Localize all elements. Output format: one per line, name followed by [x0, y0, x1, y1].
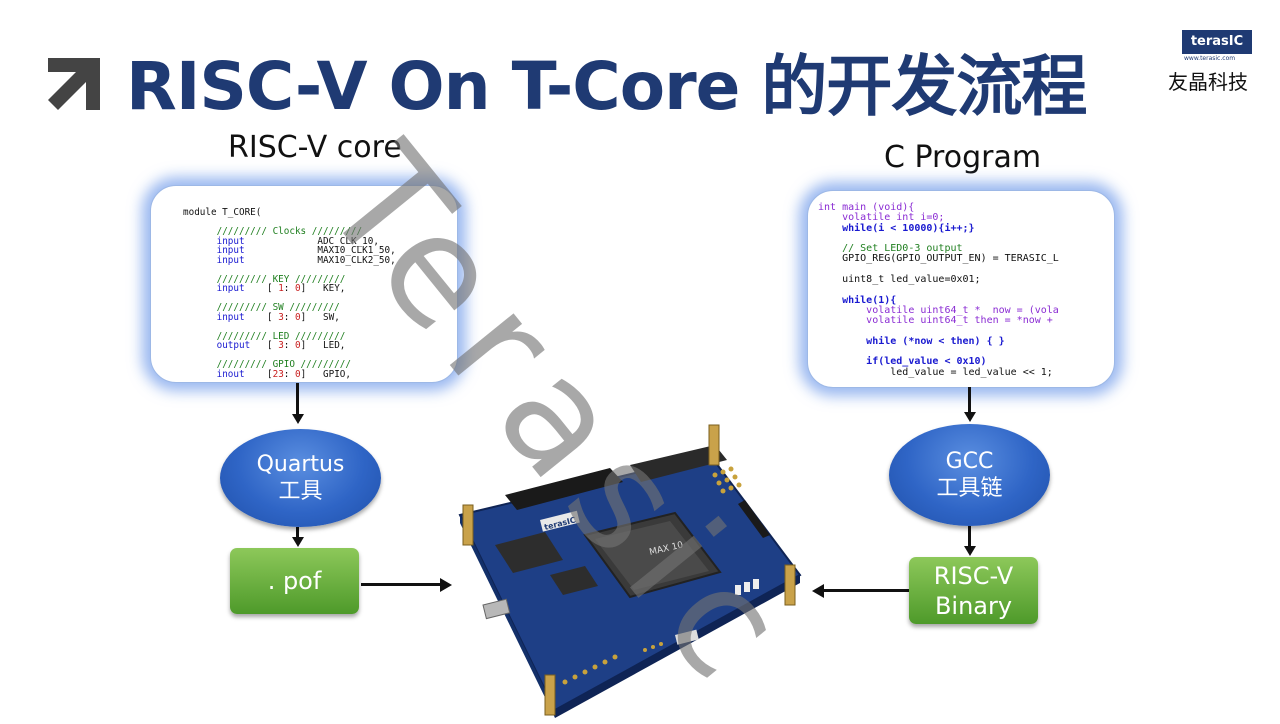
code-comment: // Set LED0-3 output [842, 243, 963, 255]
arrow-left-icon [812, 583, 824, 598]
code-line: GPIO_REG(GPIO_OUTPUT_EN) = TERASIC_L [842, 253, 1059, 265]
code-line: if(led_value < 0x10) [866, 356, 987, 368]
fpga-board-image: MAX 10 terasIC [458, 424, 802, 718]
code-comment: ///////// KEY ///////// [216, 273, 346, 285]
tool-label: 工具 [278, 479, 323, 504]
risc-v-core-heading: RISC-V core [228, 130, 402, 165]
flow-connector [361, 583, 441, 586]
arrow-right-icon [440, 577, 452, 592]
arrow-down-icon [963, 412, 976, 422]
c-program-heading: C Program [884, 140, 1042, 175]
binary-label-line1: RISC-V [933, 561, 1014, 590]
code-port: LED, [323, 340, 346, 351]
arrow-down-icon [291, 537, 304, 547]
code-comment: ///////// GPIO ///////// [216, 359, 351, 370]
arrow-down-icon [291, 414, 304, 424]
flow-connector [968, 526, 971, 548]
tool-name: Quartus [256, 452, 345, 477]
logo-badge: terasIC [1182, 30, 1252, 54]
c-code-panel: int main (void){ volatile int i=0; while… [807, 190, 1115, 388]
code-line: module T_CORE( [183, 207, 262, 218]
tool-name: GCC [945, 449, 994, 474]
flow-connector [968, 387, 971, 413]
code-port: MAX10_CLK2_50, [317, 254, 396, 266]
flow-connector [824, 589, 909, 592]
gcc-toolchain-node: GCC 工具链 [889, 424, 1050, 526]
arrow-up-right-icon [48, 58, 100, 110]
code-line: while(i < 10000){i++;} [842, 222, 975, 234]
code-line: uint8_t led_value=0x01; [842, 274, 981, 286]
code-line: led_value = led_value << 1; [890, 366, 1053, 378]
code-port: MAX10_CLK1_50, [317, 245, 396, 256]
code-port: KEY, [323, 283, 346, 294]
logo-url: www.terasic.com [1184, 55, 1236, 62]
code-line: while (*now < then) { } [866, 335, 1005, 347]
code-line: volatile uint64_t then = *now + [866, 315, 1053, 327]
pof-file-node: . pof [230, 548, 359, 614]
c-code: int main (void){ volatile int i=0; while… [818, 202, 1059, 378]
code-comment: ///////// SW ///////// [216, 302, 340, 313]
verilog-code: module T_CORE( ///////// Clocks ////////… [183, 207, 396, 380]
code-line: while(1){ [842, 294, 897, 306]
file-label: . pof [267, 567, 322, 595]
code-comment: ///////// LED ///////// [216, 330, 346, 342]
company-logo: terasIC www.terasic.com 友晶科技 [1168, 30, 1270, 95]
code-line: volatile uint64_t * now = (vola [866, 304, 1059, 316]
code-port: SW, [323, 311, 340, 323]
code-line: int main (void){ [818, 202, 915, 213]
binary-label-line2: Binary [934, 591, 1013, 620]
verilog-code-panel: module T_CORE( ///////// Clocks ////////… [150, 185, 458, 383]
code-port: GPIO, [323, 368, 351, 380]
quartus-tool-node: Quartus 工具 [220, 429, 381, 527]
company-name-cn: 友晶科技 [1168, 70, 1248, 94]
tool-label: 工具链 [936, 476, 1003, 501]
code-line: volatile int i=0; [842, 212, 945, 224]
page-title: RISC-V On T-Core 的开发流程 [126, 48, 1087, 125]
flow-connector [296, 527, 299, 539]
code-port: ADC_CLK_10, [317, 235, 379, 247]
risc-v-binary-node: RISC-V Binary [909, 557, 1038, 624]
flow-connector [296, 383, 299, 417]
code-comment: ///////// Clocks ///////// [216, 226, 363, 237]
arrow-down-icon [963, 546, 976, 556]
